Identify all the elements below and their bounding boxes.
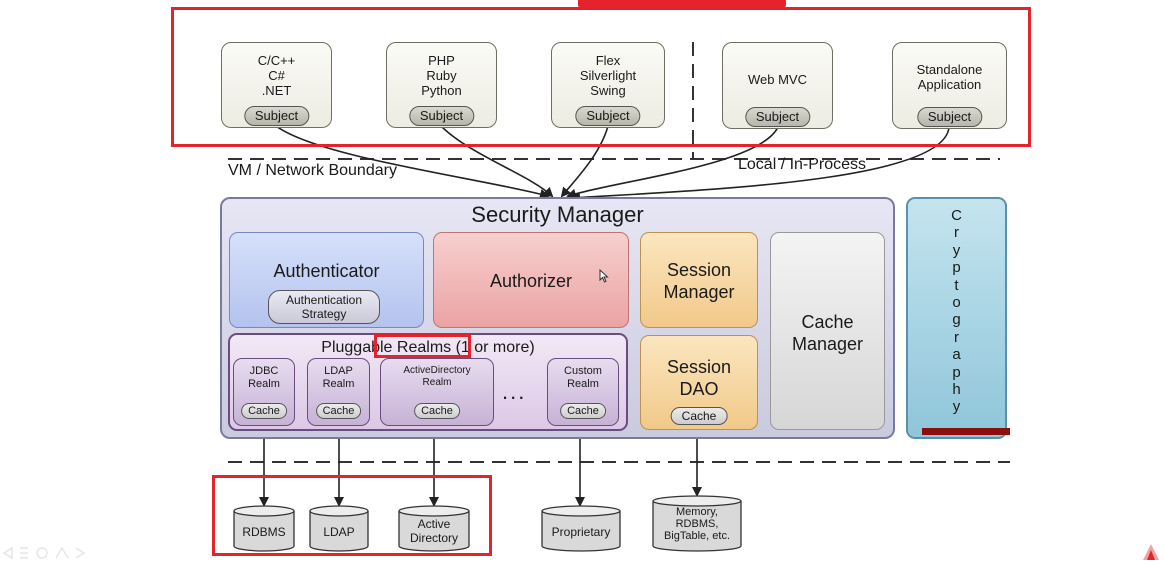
datastore-proprietary: Proprietary: [541, 505, 621, 553]
dark-red-underline: [922, 428, 1010, 435]
mouse-cursor-icon: [599, 268, 609, 288]
realm-custom: Custom Realm Cache: [547, 358, 619, 426]
datastore-memory: Memory, RDBMS, BigTable, etc.: [652, 495, 742, 553]
authenticator-module: Authenticator Authentication Strategy: [229, 232, 424, 328]
local-boundary-label: Local / In-Process: [738, 156, 867, 173]
subject-pill: Subject: [744, 107, 811, 127]
client-box-dotnet: C/C++ C# .NET Subject: [221, 42, 332, 128]
datastore-active-directory: Active Directory: [398, 505, 470, 553]
cache-pill: Cache: [241, 403, 287, 419]
realms-highlight-box: [374, 334, 471, 358]
cache-manager-module: Cache Manager: [770, 232, 885, 430]
cache-pill: Cache: [414, 403, 460, 419]
corner-logo-icon: [1140, 540, 1162, 562]
security-manager-title: Security Manager: [471, 202, 644, 227]
realm-jdbc: JDBC Realm Cache: [233, 358, 295, 426]
realm-active-directory: ActiveDirectory Realm Cache: [380, 358, 494, 426]
datastore-ldap: LDAP: [309, 505, 369, 553]
cryptography-label: C r y p t o g r a p h y: [951, 207, 962, 416]
vm-boundary-label: VM / Network Boundary: [228, 162, 397, 179]
session-dao-module: Session DAO Cache: [640, 335, 758, 430]
title-fragment: [578, 0, 786, 10]
datastore-rdbms: RDBMS: [233, 505, 295, 553]
realms-ellipsis: ...: [502, 379, 527, 404]
subject-pill: Subject: [916, 107, 983, 127]
cache-pill: Cache: [670, 407, 728, 425]
subject-pill: Subject: [408, 106, 475, 126]
client-box-web-mvc: Web MVC Subject: [722, 42, 833, 129]
subject-pill: Subject: [243, 106, 310, 126]
session-manager-module: Session Manager: [640, 232, 758, 328]
client-box-rich-client: Flex Silverlight Swing Subject: [551, 42, 665, 128]
client-box-standalone: Standalone Application Subject: [892, 42, 1007, 129]
cryptography-box: C r y p t o g r a p h y: [906, 197, 1007, 439]
authorizer-module: Authorizer: [433, 232, 629, 328]
datastores-highlight-box: [212, 475, 492, 556]
clients-highlight-box: [171, 7, 1031, 147]
client-box-scripting: PHP Ruby Python Subject: [386, 42, 497, 128]
dashed-boundaries: [228, 42, 1010, 463]
cache-pill: Cache: [560, 403, 606, 419]
subject-pill: Subject: [575, 106, 641, 126]
realm-ldap: LDAP Realm Cache: [307, 358, 370, 426]
authentication-strategy-pill: Authentication Strategy: [268, 290, 380, 324]
bottom-left-watermark-icon: [2, 546, 98, 560]
cache-pill: Cache: [315, 403, 362, 419]
